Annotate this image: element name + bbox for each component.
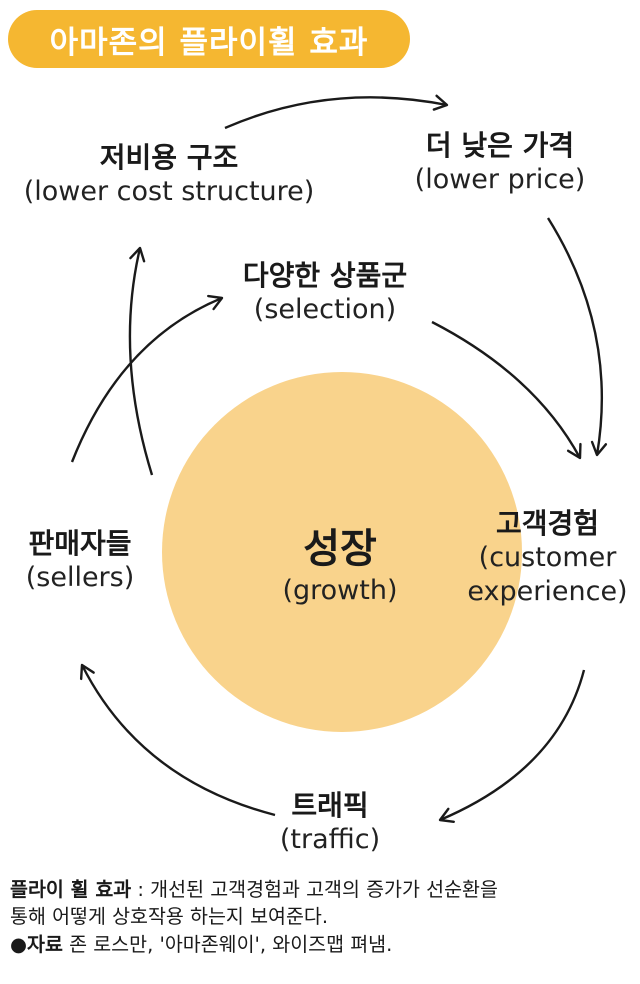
node-lower-price-ko: 더 낮은 가격: [425, 129, 575, 162]
node-sellers: 판매자들 (sellers): [5, 526, 155, 595]
node-sellers-ko: 판매자들: [28, 527, 132, 560]
arrow-sellers-to-selection: [70, 294, 224, 463]
node-growth-en: (growth): [282, 575, 398, 606]
source-label: ●자료: [10, 932, 63, 956]
node-lower-price-en: (lower price): [414, 164, 586, 195]
arrow-sellers-to-cost: [128, 246, 154, 476]
node-customer-experience: 고객경험 (customer experience): [460, 506, 635, 609]
arrow-selection-to-experience: [431, 320, 582, 460]
node-selection-ko: 다양한 상품군: [242, 259, 408, 292]
caption-line1-text: : 개선된 고객경험과 고객의 증가가 선순환을: [131, 878, 498, 901]
caption-line-1: 플라이 휠 효과 : 개선된 고객경험과 고객의 증가가 선순환을: [10, 876, 635, 903]
node-selection-en: (selection): [253, 294, 397, 325]
node-selection: 다양한 상품군 (selection): [210, 258, 440, 327]
node-lower-cost-en: (lower cost structure): [23, 176, 315, 207]
node-lower-cost-structure: 저비용 구조 (lower cost structure): [8, 140, 330, 209]
caption-line-2: 통해 어떻게 상호작용 하는지 보여준다.: [10, 905, 329, 929]
source-text: 존 로스만, '아마존웨이', 와이즈맵 펴냄.: [62, 932, 393, 956]
node-lower-price: 더 낮은 가격 (lower price): [400, 128, 600, 197]
figure-caption: 플라이 휠 효과 : 개선된 고객경험과 고객의 증가가 선순환을 통해 어떻게…: [10, 876, 635, 958]
title-banner: 아마존의 플라이휠 효과: [8, 10, 410, 68]
node-sellers-en: (sellers): [25, 562, 135, 593]
caption-source: ●자료 존 로스만, '아마존웨이', 와이즈맵 펴냄.: [10, 931, 635, 958]
arrow-price-to-experience: [546, 217, 608, 457]
node-customer-experience-en-1: (customer: [478, 542, 617, 573]
arrow-traffic-to-sellers: [79, 663, 276, 817]
node-customer-experience-ko: 고객경험: [495, 507, 600, 540]
node-growth: 성장 (growth): [240, 524, 440, 608]
node-customer-experience-en-2: experience): [467, 575, 628, 607]
node-traffic: 트래픽 (traffic): [250, 788, 410, 857]
node-lower-cost-ko: 저비용 구조: [99, 141, 239, 174]
growth-circle: [162, 372, 522, 732]
node-traffic-en: (traffic): [279, 824, 381, 855]
arrow-cost-to-price: [224, 94, 449, 130]
node-growth-ko: 성장: [303, 526, 377, 572]
node-traffic-ko: 트래픽: [291, 789, 369, 822]
caption-label: 플라이 휠 효과: [10, 878, 132, 901]
diagram-title: 아마존의 플라이휠 효과: [49, 24, 369, 61]
arrow-experience-to-traffic: [438, 669, 586, 823]
